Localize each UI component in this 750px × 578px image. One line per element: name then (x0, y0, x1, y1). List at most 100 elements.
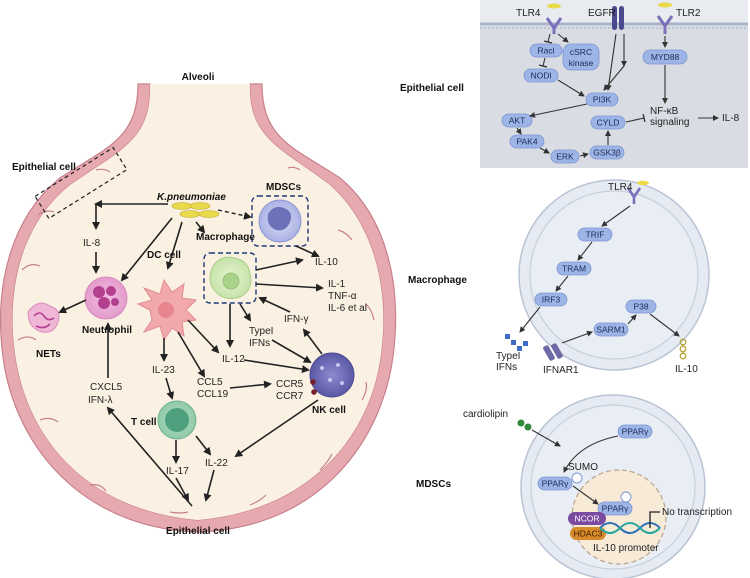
neutrophil-cell-icon (84, 276, 128, 320)
sumo-tag-icon-2 (620, 491, 632, 503)
epi-egfr-label: EGFR (588, 8, 616, 19)
macrophage-cell-icon (209, 256, 252, 300)
cyld-label: CYLD (597, 118, 620, 128)
ncor-pill (568, 512, 606, 525)
mac-il10-label: IL-10 (675, 364, 698, 375)
mac-tlr4-receptor-icon (626, 180, 649, 204)
csrc-label-a: cSRC (570, 47, 592, 57)
trif-label: TRIF (586, 230, 605, 240)
epithelial-highlight-box (34, 146, 128, 220)
csrc-label-b: kinase (569, 58, 594, 68)
type1-ifn-molecules-icon (505, 334, 528, 351)
nets-label: NETs (36, 349, 61, 360)
mdsc-highlight-box (251, 195, 309, 247)
ifnar1-receptor-icon (543, 343, 563, 361)
erk-pill (550, 149, 580, 164)
epi-tlr4-label: TLR4 (516, 8, 541, 19)
pi3k-pill (585, 92, 619, 107)
il22-label: IL-22 (205, 458, 228, 469)
no-transcription-label: No transcription (662, 507, 732, 518)
t-cell-label: T cell (131, 417, 157, 428)
il10-promoter-label: IL-10 promoter (593, 543, 659, 554)
ppar2-pill (537, 476, 573, 491)
sumo-label: SUMO (568, 462, 598, 473)
epithelial-cell-label-bottom: Epithelial cell (166, 526, 230, 537)
cxcl5-label: CXCL5 (90, 382, 123, 393)
rac1-label: Racl (537, 46, 554, 56)
ppar2-label: PPARγ (542, 479, 570, 489)
macrophage-panel-label: Macrophage (408, 275, 467, 286)
ppar1-pill (617, 424, 653, 439)
tram-label: TRAM (562, 264, 586, 274)
type1-ifns-label-b: IFNs (249, 338, 270, 349)
epithelial-arrows (515, 33, 719, 159)
macrophage-arrows (519, 205, 680, 344)
macrophage-label: Macrophage (196, 232, 255, 243)
mdsc-cell-icon (258, 199, 302, 243)
il10-label: IL-10 (315, 257, 338, 268)
cardiolipin-label: cardiolipin (463, 409, 508, 420)
nets-icon (27, 302, 60, 333)
type1-ifns-label-a: TypeI (249, 326, 273, 337)
erk-label: ERK (556, 152, 574, 162)
il23-label: IL-23 (152, 365, 175, 376)
left-arrows (58, 200, 324, 507)
akt-label: AKT (509, 116, 526, 126)
k-pneumoniae-bacteria-icon (171, 202, 220, 218)
cyld-pill (590, 115, 626, 130)
epithelial-cell-label-top: Epithelial cell (12, 162, 76, 173)
akt-pill (501, 113, 533, 128)
irf3-pill (534, 292, 568, 307)
ppar3-pill (597, 501, 633, 516)
mdsc-panel-cell (520, 394, 706, 578)
il12-label: IL-12 (222, 354, 245, 365)
il8-label: IL-8 (83, 238, 101, 249)
mac-tlr4-label: TLR4 (608, 182, 633, 193)
hdac3-pill (570, 527, 606, 540)
alveoli-sac (0, 83, 397, 533)
il10-secreted-icon (679, 338, 687, 360)
dc-cell-icon (136, 278, 198, 342)
t-cell-icon (157, 400, 197, 440)
gsk3b-pill (589, 145, 625, 160)
ifn-gamma-label: IFN-γ (284, 314, 308, 325)
pak4-pill (509, 134, 545, 149)
sarm1-label: SARM1 (596, 325, 626, 335)
nod1-pill (523, 68, 559, 83)
mac-type1-label-a: TypeI (496, 351, 520, 362)
gsk3b-label: GSK3β (593, 148, 621, 158)
il6-label: IL-6 et al (328, 303, 367, 314)
ccr7-label: CCR7 (276, 391, 304, 402)
pak4-label: PAK4 (516, 137, 537, 147)
cardiolipin-icon (517, 419, 532, 431)
il17-label: IL-17 (166, 466, 189, 477)
macrophage-highlight-box (203, 252, 257, 304)
ppar1-label: PPARγ (622, 427, 650, 437)
myd88-pill (642, 49, 688, 65)
rac1-pill (529, 43, 563, 58)
nk-cell-label: NK cell (312, 405, 346, 416)
trif-pill (577, 227, 613, 242)
nod1-label: NODl (531, 71, 552, 81)
k-pneumoniae-label: K.pneumoniae (157, 192, 226, 203)
egfr-receptor-icon (612, 6, 624, 30)
pi3k-label: PI3K (593, 95, 612, 105)
myd88-label: MYD88 (651, 52, 680, 62)
ifn-lambda-label: IFN-λ (88, 395, 112, 406)
ccl5-label: CCL5 (197, 377, 223, 388)
p38-label: P38 (633, 302, 648, 312)
tlr2-receptor-icon (656, 2, 674, 34)
ccl19-label: CCL19 (197, 389, 229, 400)
neutrophil-label: Neutrophil (82, 325, 132, 336)
dc-cell-label: DC cell (147, 250, 181, 261)
sarm1-pill (593, 322, 629, 337)
p38-pill (625, 299, 657, 314)
no-transcription-connector (649, 511, 660, 528)
mac-type1-label-b: IFNs (496, 362, 517, 373)
alveoli-title: Alveoli (182, 72, 215, 83)
mdscs-label: MDSCs (266, 182, 301, 193)
csrc-pill (562, 43, 600, 71)
ifnar1-label: IFNAR1 (543, 365, 579, 376)
nk-cell-icon (309, 352, 355, 398)
